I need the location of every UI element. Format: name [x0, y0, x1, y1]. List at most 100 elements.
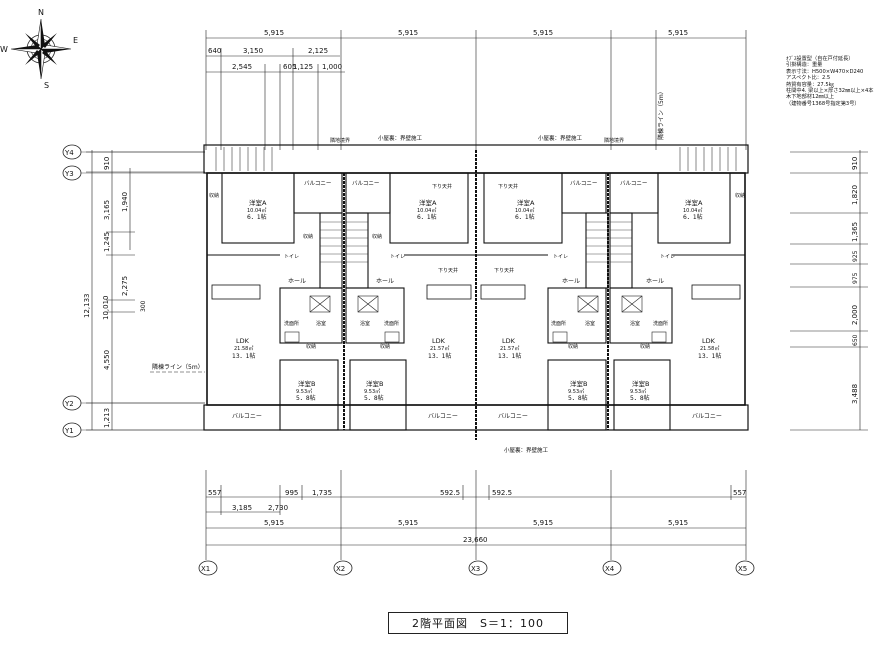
room-ldk-3-tatami: 13．1帖	[498, 352, 521, 360]
boundary-label-1: 隣地境界	[330, 137, 350, 144]
bottom-dim-1: 557	[208, 489, 221, 497]
room-ldk-2: LDK	[432, 337, 446, 345]
bottom-dim-6: 557	[733, 489, 746, 497]
room-ldk-4-tatami: 13．1帖	[698, 352, 721, 360]
storage-7: 収納	[568, 343, 578, 350]
storage-8: 収納	[640, 343, 650, 350]
top-dim-4: 5,915	[668, 29, 688, 37]
axis-x5: X5	[738, 565, 747, 573]
roof-label-4: 下り天井	[494, 267, 514, 274]
right-boundary-line-label: 隣棟ライン（5m）	[657, 88, 665, 140]
spec-note: 柱間中4. 梁以上×厚さ32㎜以上×4本	[786, 88, 874, 95]
storage-6: 収納	[380, 343, 390, 350]
hall-1: ホール	[288, 278, 306, 285]
storage-5: 収納	[306, 343, 316, 350]
axis-x4: X4	[605, 565, 615, 573]
axis-x2: X2	[336, 565, 345, 573]
compass-e: E	[73, 36, 78, 45]
wash-4: 洗面所	[653, 320, 668, 327]
hall-4: ホール	[646, 278, 664, 285]
top-dimensions	[205, 30, 747, 150]
room-ldk-1-area: 21.58㎡	[234, 345, 253, 352]
left-dim-4: 2,275	[121, 276, 129, 296]
storage-2: 収納	[303, 233, 313, 240]
room-western-a-4: 洋室A	[685, 198, 703, 207]
right-dim-3: 1,365	[851, 222, 859, 242]
spec-note: 木下地部材12㎜以上	[786, 94, 835, 101]
room-western-b-1-tatami: 5．8帖	[296, 394, 316, 402]
room-labels: 洋室A 10.04㎡ 6．1帖 洋室A 10.04㎡ 6．1帖 洋室A 10.0…	[209, 180, 745, 420]
compass-s: S	[44, 81, 49, 90]
storage-1: 収納	[209, 192, 219, 199]
spec-note: 熱質有容量：27.5㎏	[786, 81, 834, 88]
spec-note: ｵﾌﾞｽ設置型（自在戸付延長）	[786, 56, 854, 62]
top-dim-1: 5,915	[264, 29, 284, 37]
room-western-a-3-area: 10.04㎡	[515, 207, 534, 214]
room-western-b-3: 洋室B	[570, 379, 587, 388]
boundary-label-2: 隣地境界	[604, 137, 624, 144]
top-dim-3: 5,915	[533, 29, 553, 37]
room-western-b-2-area: 9.53㎡	[364, 388, 380, 395]
unit-walls	[207, 150, 745, 440]
bottom-dim-7: 3,185	[232, 504, 252, 512]
bath-2: 浴室	[360, 320, 370, 327]
bottom-dim-2: 995	[285, 489, 298, 497]
toilet-3: トイレ	[553, 254, 568, 260]
compass-w: W	[0, 45, 8, 54]
room-western-a-1: 洋室A	[249, 198, 267, 207]
room-western-b-2-tatami: 5．8帖	[364, 394, 384, 402]
right-dim-2: 1,820	[851, 185, 859, 205]
room-ldk-2-tatami: 13．1帖	[428, 352, 451, 360]
right-dim-7: 650	[852, 334, 859, 346]
left-dim-5: 300	[140, 300, 147, 312]
room-western-a-4-tatami: 6．1帖	[683, 213, 703, 221]
drawing-caption: 2階平面図 S＝1：100	[388, 612, 568, 634]
bottom-dimensions	[205, 470, 747, 560]
roof-label-3: 下り天井	[438, 267, 458, 274]
room-ldk-1-tatami: 13．1帖	[232, 352, 255, 360]
y-axis-markers	[62, 144, 205, 438]
room-western-a-1-tatami: 6．1帖	[247, 213, 267, 221]
left-dim-8: 1,940	[121, 192, 129, 212]
room-ldk-4: LDK	[702, 337, 716, 345]
storage-3: 収納	[372, 233, 382, 240]
room-western-b-4-tatami: 5．8帖	[630, 394, 650, 402]
bottom-dim-9: 5,915	[264, 519, 284, 527]
axis-x1: X1	[201, 565, 210, 573]
toilet-2: トイレ	[390, 254, 405, 260]
spec-note: アスペクト比：2.5	[786, 75, 831, 82]
top-dim-5: 640	[208, 47, 221, 55]
left-dim-6: 4,550	[103, 350, 111, 370]
bottom-dim-total: 23,660	[463, 536, 488, 544]
top-dim-9: 605	[283, 63, 296, 71]
right-dim-5: 975	[852, 272, 859, 284]
bath-fixtures	[284, 295, 667, 343]
bottom-dim-11: 5,915	[533, 519, 553, 527]
fire-wall-label-2: 小屋裏：界壁施工	[538, 134, 583, 142]
right-dim-4: 925	[852, 250, 859, 262]
balcony-top-1: バルコニー	[304, 180, 331, 187]
bottom-dim-12: 5,915	[668, 519, 688, 527]
bottom-dim-5: 592.5	[492, 489, 512, 497]
room-ldk-3: LDK	[502, 337, 516, 345]
top-dim-10: 1,125	[293, 63, 313, 71]
bath-4: 浴室	[630, 320, 640, 327]
wash-1: 洗面所	[284, 320, 299, 327]
room-western-a-2-area: 10.04㎡	[417, 207, 436, 214]
roof-label-2: 下り天井	[498, 183, 518, 190]
drawing-scale: S＝1：100	[480, 617, 544, 630]
left-dim-2: 3,165	[103, 200, 111, 220]
spec-note: 表示寸法：H500×W470×D240	[786, 68, 864, 75]
room-western-a-4-area: 10.04㎡	[683, 207, 702, 214]
compass-rose-icon: N S E W	[0, 8, 78, 90]
room-ldk-4-area: 21.58㎡	[700, 345, 719, 352]
roof-label-1: 下り天井	[432, 183, 452, 190]
room-ldk-2-area: 21.57㎡	[430, 345, 449, 352]
spec-note: （建物番号1368号指定第3号）	[786, 100, 860, 107]
left-dim-total-b: 10,010	[102, 296, 110, 321]
balcony-bottom-2: バルコニー	[428, 413, 458, 420]
toilet-1: トイレ	[284, 254, 299, 260]
room-western-a-3: 洋室A	[517, 198, 535, 207]
hall-2: ホール	[376, 278, 394, 285]
